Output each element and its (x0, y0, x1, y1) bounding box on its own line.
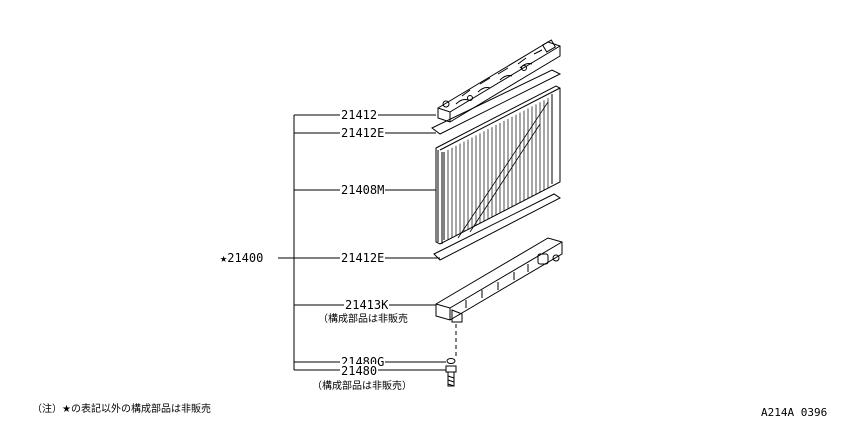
part-label-21412E-upper: 21412E (340, 126, 386, 140)
lower-tank-drawing (435, 237, 563, 323)
part-label-21408M: 21408M (340, 183, 386, 197)
diagram-code: A214A 0396 (760, 406, 829, 420)
upper-tank-drawing (437, 39, 561, 123)
drain-washer-drawing (446, 358, 456, 364)
drain-plug-note: （構成部品は非販売） (312, 381, 412, 393)
lower-tank-note: （構成部品は非販売 (318, 314, 408, 326)
part-label-21412E-lower: 21412E (340, 251, 386, 265)
part-label-21413K: 21413K (344, 298, 390, 312)
part-label-21412: 21412 (340, 108, 379, 122)
footnote: （注）★の表記以外の構成部品は非販売 (32, 404, 211, 416)
part-label-21400: ★21400 (219, 251, 265, 265)
leader-lines (278, 114, 446, 371)
part-label-21480: 21480 (340, 364, 379, 378)
upper-seal-drawing (431, 69, 562, 135)
lower-seal-drawing (433, 193, 561, 261)
radiator-core-drawing (435, 85, 561, 245)
drain-plug-drawing (445, 365, 457, 387)
